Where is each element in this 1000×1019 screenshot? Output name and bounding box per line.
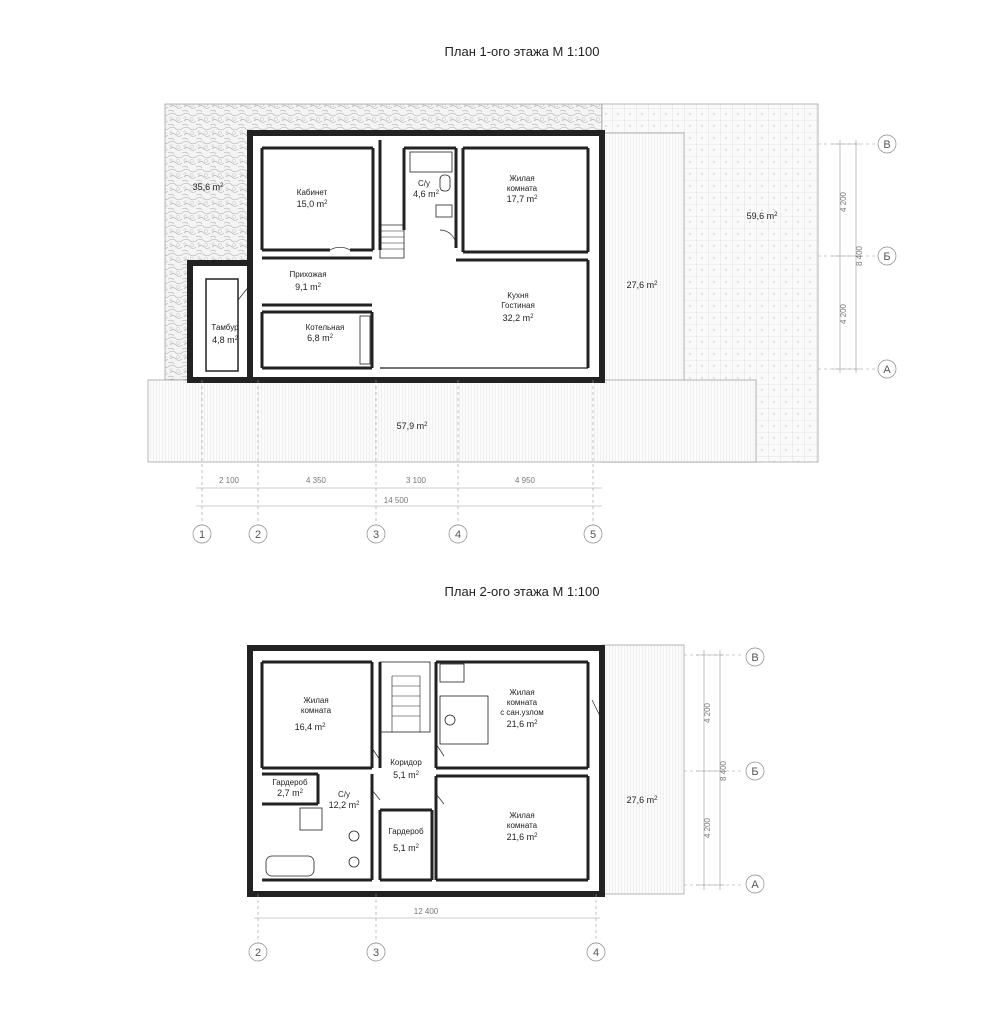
area-su: 4,6 m2 [413, 189, 440, 199]
area-zhilaya: 17,7 m2 [507, 194, 539, 204]
area-stone-terrace: 35,6 m2 [193, 182, 225, 192]
floor1-walls [187, 130, 605, 383]
dim-2-3: 4 350 [306, 476, 327, 485]
f2-axis-b: Б [751, 766, 758, 778]
area-kotelnaya: 6,8 m2 [307, 333, 334, 343]
room-label-zhilaya-1: Жилая [509, 174, 534, 183]
f2-room-zhilaya-b-2: комната [507, 698, 538, 707]
area-prihozhaya: 9,1 m2 [295, 282, 322, 292]
axis-4: 4 [455, 529, 461, 541]
dim-1-2: 2 100 [219, 476, 240, 485]
dim-vert-upper: 4 200 [839, 191, 848, 212]
f2-area-zhilaya-b: 21,6 m2 [507, 719, 539, 729]
room-label-kabinet: Кабинет [297, 188, 328, 197]
axis-1: 1 [199, 529, 205, 541]
f2-axis-a: А [751, 879, 759, 891]
axis-2: 2 [255, 529, 261, 541]
floor1-labels: Кабинет 15,0 m2 С/у 4,6 m2 Жилая комната… [193, 174, 779, 431]
f2-axis-3: 3 [373, 947, 379, 959]
f2-dim-vert-upper: 4 200 [703, 702, 712, 723]
f2-room-zhilaya-c-2: комната [507, 821, 538, 830]
f2-dim-total: 12 400 [414, 907, 439, 916]
floor2-dimension-text: 12 400 4 200 4 200 8 400 [414, 702, 728, 916]
f2-room-zhilaya-c-1: Жилая [509, 811, 534, 820]
room-label-kuhnya-2: Гостиная [501, 301, 535, 310]
floor2-deck [601, 644, 685, 895]
deck-middle [601, 132, 685, 382]
floor1-title: План 1-ого этажа М 1:100 [445, 44, 600, 59]
area-tambur: 4,8 m2 [212, 335, 239, 345]
f2-room-zhilaya-a-1: Жилая [303, 696, 328, 705]
f2-area-zhilaya-c: 21,6 m2 [507, 832, 539, 842]
floor2-labels: Жилая комната 16,4 m2 Жилая комната с са… [272, 688, 658, 853]
dim-vert-lower: 4 200 [839, 303, 848, 324]
f2-area-su: 12,2 m2 [329, 800, 361, 810]
room-label-kotelnaya: Котельная [306, 323, 345, 332]
room-label-prihozhaya: Прихожая [289, 270, 326, 279]
area-kuhnya: 32,2 m2 [503, 313, 535, 323]
f2-area-koridor: 5,1 m2 [393, 770, 420, 780]
dim-total: 14 500 [384, 496, 409, 505]
room-label-zhilaya-2: комната [507, 184, 538, 193]
deck-front [147, 379, 757, 463]
axis-3: 3 [373, 529, 379, 541]
f2-axis-2: 2 [255, 947, 261, 959]
f2-room-zhilaya-a-2: комната [301, 706, 332, 715]
f2-area-garderob-1: 2,7 m2 [277, 788, 304, 798]
area-terrace-front: 57,9 m2 [397, 421, 429, 431]
floor2-dimensions [254, 650, 742, 944]
dim-4-5: 4 950 [515, 476, 536, 485]
f2-dim-vert-total: 8 400 [719, 760, 728, 781]
area-kabinet: 15,0 m2 [297, 199, 329, 209]
floor1-axis-labels: 1 2 3 4 5 В Б А [199, 139, 891, 541]
axis-a: А [883, 364, 891, 376]
axis-v: В [883, 139, 890, 151]
floor2-interior [250, 648, 602, 894]
tambur-interior [190, 263, 250, 380]
f2-room-koridor: Коридор [390, 758, 422, 767]
floor2-walls [247, 645, 605, 897]
f2-area-terrace: 27,6 m2 [627, 795, 659, 805]
f2-room-garderob-1: Гардероб [272, 778, 308, 787]
axis-5: 5 [590, 529, 596, 541]
f2-dim-vert-lower: 4 200 [703, 817, 712, 838]
axis-b: Б [883, 251, 890, 263]
f2-area-garderob-2: 5,1 m2 [393, 843, 420, 853]
floor2-title: План 2-ого этажа М 1:100 [445, 584, 600, 599]
dim-vert-total: 8 400 [855, 245, 864, 266]
room-label-tambur: Тамбур [211, 323, 239, 332]
f2-room-zhilaya-b-1: Жилая [509, 688, 534, 697]
floor2-axis-labels: 2 3 4 В Б А [255, 652, 759, 959]
f2-room-zhilaya-b-3: с сан.узлом [500, 708, 544, 717]
f2-axis-4: 4 [593, 947, 599, 959]
floor1-axis-markers [192, 134, 897, 544]
floor2-axis-markers [248, 647, 765, 962]
dim-3-4: 3 100 [406, 476, 427, 485]
room-label-su: С/у [418, 179, 430, 188]
floor1-dimension-text: 2 100 4 350 3 100 4 950 14 500 4 200 4 2… [219, 191, 864, 505]
floor1-dimensions [196, 140, 876, 528]
f2-axis-v: В [751, 652, 758, 664]
f2-room-garderob-2: Гардероб [388, 827, 424, 836]
room-label-kuhnya-1: Кухня [507, 291, 528, 300]
area-terrace-right: 59,6 m2 [747, 211, 779, 221]
area-terrace-mid: 27,6 m2 [627, 280, 659, 290]
f2-area-zhilaya-a: 16,4 m2 [295, 722, 327, 732]
f2-room-su: С/у [338, 790, 350, 799]
